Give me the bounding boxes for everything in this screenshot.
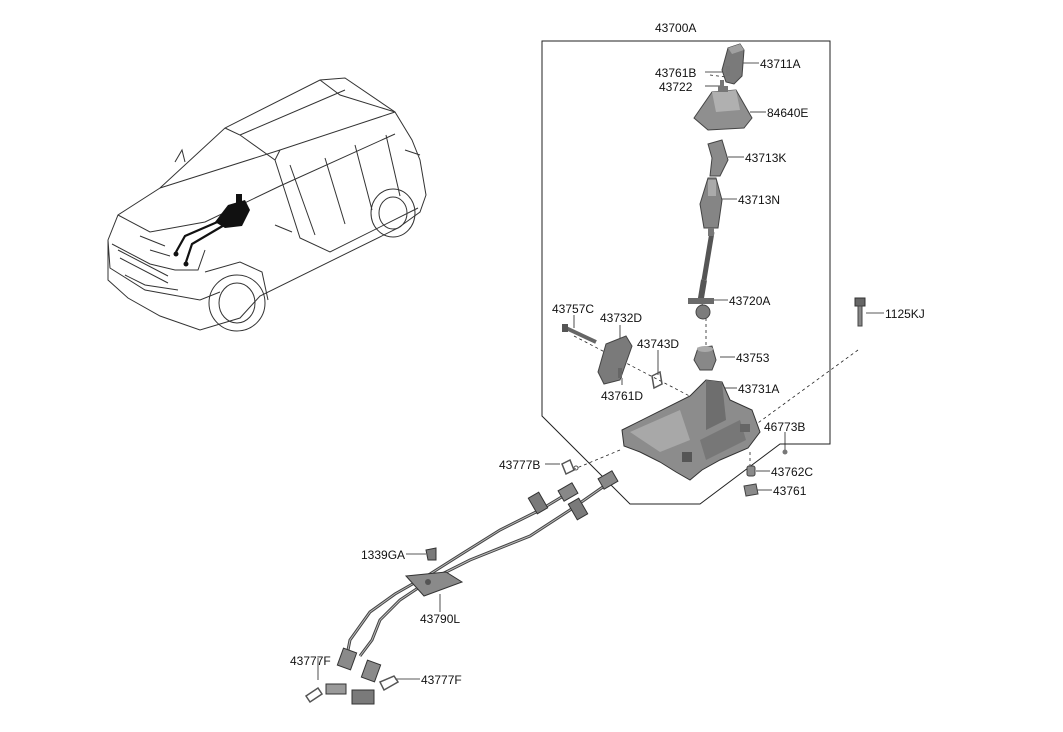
clip-43777f-right-icon xyxy=(378,675,400,692)
label-43713k[interactable]: 43713K xyxy=(745,151,787,165)
lever-sleeve-icon xyxy=(699,177,723,229)
shift-lever-icon xyxy=(688,228,715,320)
label-84640e[interactable]: 84640E xyxy=(767,106,809,120)
label-46773b[interactable]: 46773B xyxy=(764,420,806,434)
label-43732d[interactable]: 43732D xyxy=(600,311,643,325)
leader-lines xyxy=(317,62,884,680)
label-43761d[interactable]: 43761D xyxy=(601,389,644,403)
cable-end-fittings-icon xyxy=(325,470,619,705)
clip-1339ga-icon xyxy=(425,547,437,561)
vehicle-shifter-highlight xyxy=(173,194,250,267)
knob-pin-icon xyxy=(720,66,730,89)
label-43753[interactable]: 43753 xyxy=(736,351,770,365)
label-1125kj[interactable]: 1125KJ xyxy=(885,307,925,321)
label-43761b[interactable]: 43761B xyxy=(655,66,697,80)
label-43700a[interactable]: 43700A xyxy=(655,21,697,35)
label-43722[interactable]: 43722 xyxy=(659,80,693,94)
label-43720a[interactable]: 43720A xyxy=(729,294,771,308)
label-43757c[interactable]: 43757C xyxy=(552,302,595,316)
bolt-1125kj-icon xyxy=(854,297,866,327)
nut-43761-icon xyxy=(743,483,759,497)
lever-bushing-icon xyxy=(693,345,717,371)
label-43731a[interactable]: 43731A xyxy=(738,382,780,396)
clip-43743d-icon xyxy=(651,370,663,390)
label-43743d[interactable]: 43743D xyxy=(637,337,680,351)
shift-boot-icon xyxy=(693,86,753,131)
label-43790l[interactable]: 43790L xyxy=(420,612,461,626)
bolt-43757c-icon xyxy=(562,324,597,344)
cable-bracket-43790l-icon xyxy=(404,571,464,597)
label-43713n[interactable]: 43713N xyxy=(738,193,781,207)
label-1339ga[interactable]: 1339GA xyxy=(361,548,406,562)
grommet-46773b-icon xyxy=(782,449,788,455)
shifter-base-icon xyxy=(621,379,761,481)
shift-knob-icon xyxy=(721,43,745,85)
clip-43777f-left-icon xyxy=(304,686,324,704)
label-43711a[interactable]: 43711A xyxy=(760,57,801,71)
label-43777f-right[interactable]: 43777F xyxy=(421,673,462,687)
clip-43777b-icon xyxy=(561,458,579,476)
bush-43762c-icon xyxy=(746,465,756,477)
vehicle-illustration xyxy=(107,77,427,332)
label-43777b[interactable]: 43777B xyxy=(499,458,541,472)
label-43762c[interactable]: 43762C xyxy=(771,465,814,479)
bracket-43732d-icon xyxy=(597,335,633,385)
assembly-boundary xyxy=(541,40,831,505)
boot-sleeve-icon xyxy=(707,139,729,177)
label-43761[interactable]: 43761 xyxy=(773,484,807,498)
label-43777f-left[interactable]: 43777F xyxy=(290,654,331,668)
